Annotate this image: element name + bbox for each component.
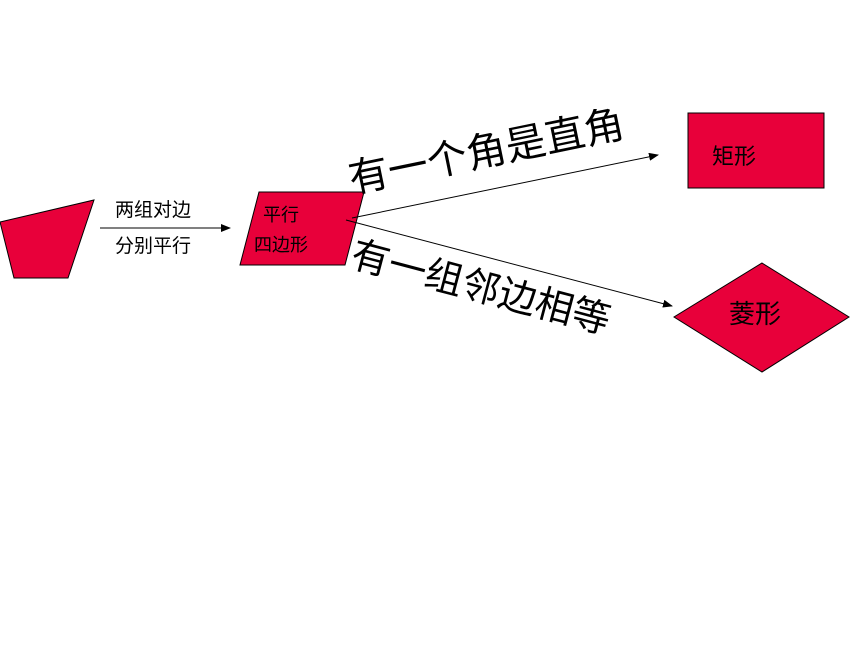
arrow-to-rectangle <box>351 152 659 219</box>
parallelogram-label-line1: 平行 <box>263 205 299 226</box>
parallelogram-shape <box>239 191 365 266</box>
rectangle-label: 矩形 <box>712 145 756 170</box>
arrow1-label-bottom: 分别平行 <box>115 235 191 257</box>
rectangle-shape <box>687 112 825 189</box>
rhombus-label: 菱形 <box>729 300 781 330</box>
arrow-to-rhombus <box>345 219 673 308</box>
rhombus-condition: 有一组邻边相等 <box>347 232 615 342</box>
parallelogram-label-line2: 四边形 <box>254 235 308 256</box>
rhombus-shape <box>673 262 850 373</box>
arrow1-label-top: 两组对边 <box>115 199 191 221</box>
quadrilateral-shape <box>0 199 95 279</box>
rectangle-condition: 有一个角是直角 <box>345 101 629 202</box>
